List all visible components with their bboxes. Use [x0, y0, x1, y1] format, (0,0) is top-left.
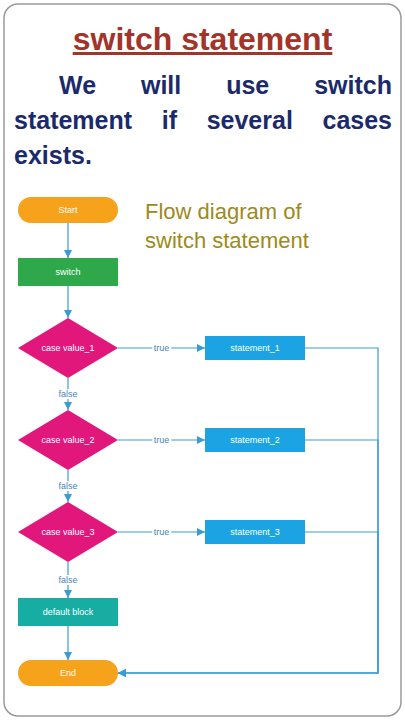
edge-label: true	[152, 343, 172, 353]
diamond-shape	[18, 318, 118, 378]
node-text: statement_3	[230, 527, 280, 538]
flow-connector	[118, 348, 378, 673]
switch-box: switch	[18, 258, 118, 286]
node-text: End	[60, 668, 76, 679]
default-box: default block	[18, 598, 118, 626]
edge-label: false	[56, 481, 79, 491]
flow-connector	[67, 626, 68, 660]
card-border	[4, 4, 401, 716]
statement-box: statement_3	[205, 520, 305, 544]
statement-box: statement_2	[205, 428, 305, 452]
edge-label: false	[56, 575, 79, 585]
diagram-caption: Flow diagram of switch statement	[145, 197, 355, 255]
flow-connector	[118, 532, 378, 673]
edge-label: false	[56, 389, 79, 399]
flow-connector	[67, 286, 68, 318]
node-text: statement_1	[230, 343, 280, 354]
node-text: Start	[58, 205, 77, 216]
end-terminal: End	[18, 660, 118, 686]
node-text: switch	[55, 267, 80, 278]
node-text: case value_3	[41, 527, 94, 538]
diamond-shape	[18, 410, 118, 470]
edge-label: true	[152, 527, 172, 537]
edge-label: true	[152, 435, 172, 445]
node-text: statement_2	[230, 435, 280, 446]
diamond-shape	[18, 502, 118, 562]
node-text: case value_1	[41, 343, 94, 354]
flow-connector	[67, 223, 68, 258]
start-terminal: Start	[18, 197, 118, 223]
node-text: default block	[43, 607, 94, 618]
node-text: case value_2	[41, 435, 94, 446]
statement-box: statement_1	[205, 336, 305, 360]
flow-connector	[118, 440, 378, 673]
intro-text: We will use switch statement if several …	[14, 68, 392, 173]
decision-diamond: case value_3	[18, 502, 118, 562]
decision-diamond: case value_1	[18, 318, 118, 378]
decision-diamond: case value_2	[18, 410, 118, 470]
page-title: switch statement	[0, 20, 405, 58]
